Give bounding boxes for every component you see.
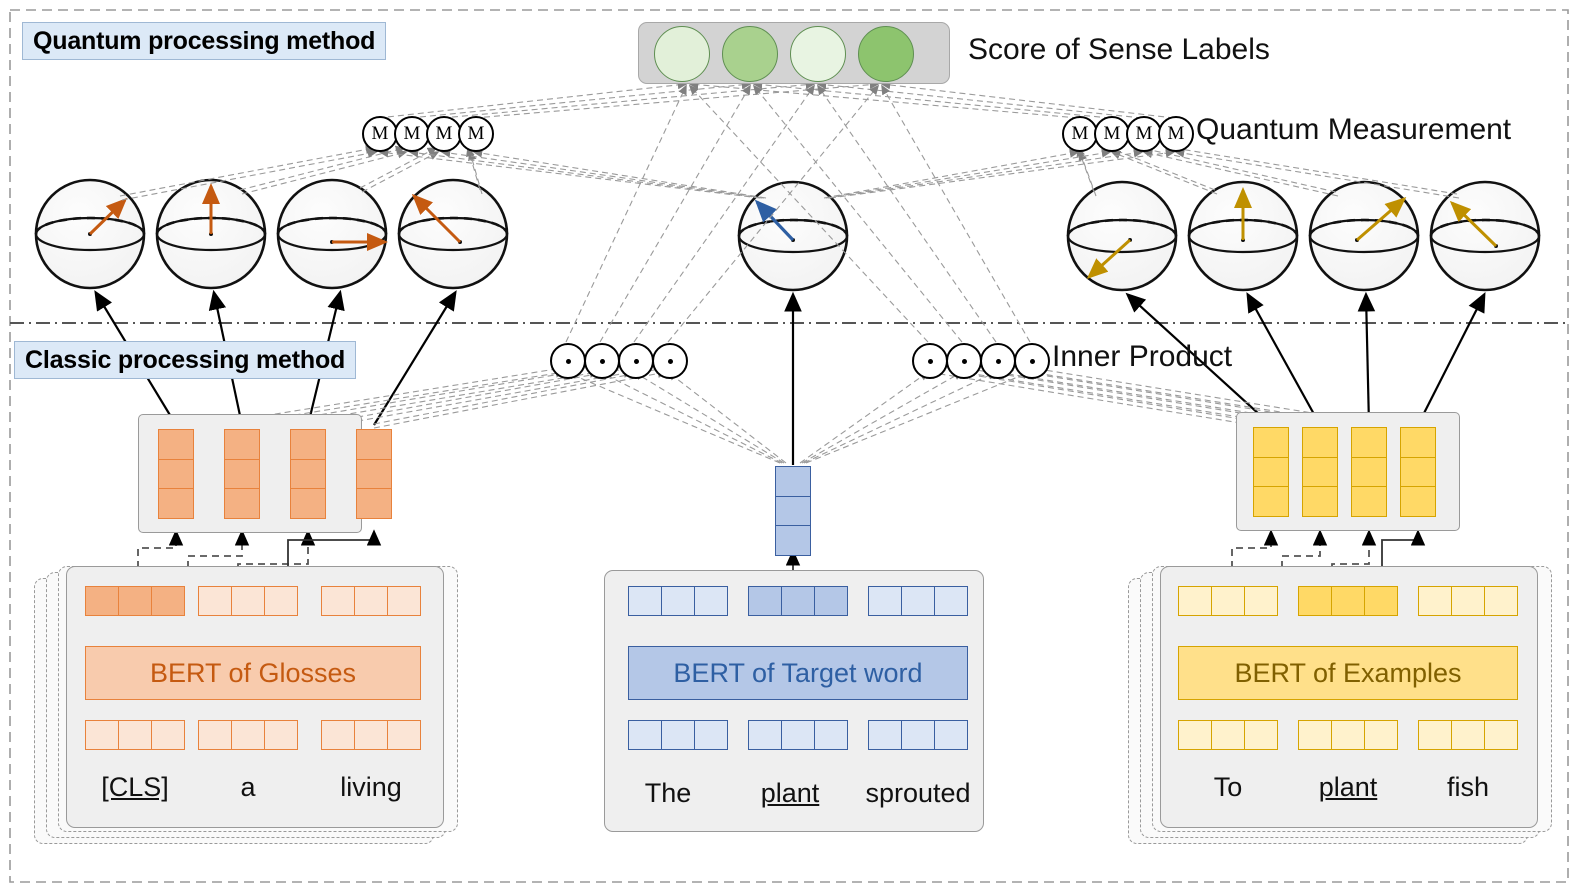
- inner-product-node-left-1[interactable]: [550, 343, 586, 379]
- quantum-measurement-node-right-1[interactable]: M: [1062, 116, 1098, 152]
- inner-product-node-left-3[interactable]: [618, 343, 654, 379]
- gloss-token-2: living: [340, 772, 402, 802]
- score-of-sense-labels-label: Score of Sense Labels: [968, 33, 1270, 66]
- target-token-0: The: [644, 778, 692, 808]
- bloch-sphere-example-3: [1308, 180, 1420, 292]
- bert-of-examples-box[interactable]: BERT of Examples: [1178, 646, 1518, 700]
- example-output-tokens-2[interactable]: [1298, 586, 1398, 616]
- dot-icon: [995, 358, 1001, 364]
- example-vector-4[interactable]: [1400, 427, 1436, 517]
- gloss-input-tokens-3[interactable]: [321, 720, 421, 750]
- target-token-2: sprouted: [865, 778, 971, 808]
- quantum-measurement-node-right-2[interactable]: M: [1094, 116, 1130, 152]
- example-vector-1[interactable]: [1253, 427, 1289, 517]
- bloch-sphere-target: [737, 180, 849, 292]
- gloss-vector-1[interactable]: [158, 429, 194, 519]
- example-vector-2[interactable]: [1302, 427, 1338, 517]
- example-input-tokens-2[interactable]: [1298, 720, 1398, 750]
- quantum-processing-method-label: Quantum processing method: [22, 22, 387, 60]
- inner-product-node-left-2[interactable]: [584, 343, 620, 379]
- bloch-sphere-gloss-2: [155, 178, 267, 290]
- dot-icon: [599, 358, 605, 364]
- score-circle-1[interactable]: [654, 26, 710, 82]
- target-output-tokens-2[interactable]: [748, 586, 848, 616]
- example-output-tokens-1[interactable]: [1178, 586, 1278, 616]
- score-circle-4[interactable]: [858, 26, 914, 82]
- score-circle-2[interactable]: [722, 26, 778, 82]
- innerproduct-to-score-dashed: [565, 84, 1031, 343]
- classic-processing-method-label: Classic processing method: [14, 341, 357, 379]
- target-bloch-to-measurement-dashed: [378, 148, 1176, 199]
- target-to-innerproduct-dashed: [564, 370, 1032, 464]
- inner-product-node-right-2[interactable]: [946, 343, 982, 379]
- target-input-tokens-3[interactable]: [868, 720, 968, 750]
- target-token-1: plant: [760, 778, 820, 808]
- bloch-sphere-example-2: [1187, 180, 1299, 292]
- gloss-vector-2[interactable]: [224, 429, 260, 519]
- dot-icon: [565, 358, 571, 364]
- inner-product-node-left-4[interactable]: [652, 343, 688, 379]
- gloss-output-tokens-3[interactable]: [321, 586, 421, 616]
- dot-icon: [927, 358, 933, 364]
- gloss-vector-4[interactable]: [356, 429, 392, 519]
- gloss-input-tokens-1[interactable]: [85, 720, 185, 750]
- example-input-tokens-1[interactable]: [1178, 720, 1278, 750]
- score-circle-3[interactable]: [790, 26, 846, 82]
- bloch-sphere-gloss-1: [34, 178, 146, 290]
- dot-icon: [633, 358, 639, 364]
- bert-of-glosses-box[interactable]: BERT of Glosses: [85, 646, 421, 700]
- dot-icon: [1029, 358, 1035, 364]
- example-token-1: plant: [1318, 772, 1378, 802]
- gloss-token-1: a: [240, 772, 256, 802]
- quantum-measurement-label: Quantum Measurement: [1196, 113, 1512, 146]
- quantum-measurement-node-right-4[interactable]: M: [1158, 116, 1194, 152]
- target-vector[interactable]: [775, 466, 811, 556]
- dot-icon: [667, 358, 673, 364]
- gloss-input-tokens-2[interactable]: [198, 720, 298, 750]
- gloss-output-tokens-1[interactable]: [85, 586, 185, 616]
- inner-product-label: Inner Product: [1052, 340, 1233, 373]
- bloch-sphere-gloss-4: [397, 178, 509, 290]
- example-input-tokens-3[interactable]: [1418, 720, 1518, 750]
- example-token-0: To: [1213, 772, 1243, 802]
- dot-icon: [961, 358, 967, 364]
- target-input-tokens-1[interactable]: [628, 720, 728, 750]
- quantum-measurement-node-left-2[interactable]: M: [394, 116, 430, 152]
- gloss-token-0: [CLS]: [101, 772, 169, 802]
- quantum-measurement-node-left-1[interactable]: M: [362, 116, 398, 152]
- example-vector-to-bloch-arrows: [1125, 291, 1486, 426]
- quantum-measurement-node-left-3[interactable]: M: [426, 116, 462, 152]
- inner-product-node-right-3[interactable]: [980, 343, 1016, 379]
- bloch-sphere-example-1: [1066, 180, 1178, 292]
- bloch-sphere-gloss-3: [276, 178, 388, 290]
- target-output-tokens-3[interactable]: [868, 586, 968, 616]
- gloss-bloch-to-measurement-dashed: [119, 145, 483, 201]
- gloss-output-tokens-2[interactable]: [198, 586, 298, 616]
- bloch-sphere-example-4: [1429, 180, 1541, 292]
- example-vector-3[interactable]: [1351, 427, 1387, 517]
- quantum-measurement-node-left-4[interactable]: M: [458, 116, 494, 152]
- quantum-measurement-node-right-3[interactable]: M: [1126, 116, 1162, 152]
- example-token-2: fish: [1446, 772, 1490, 802]
- inner-product-node-right-4[interactable]: [1014, 343, 1050, 379]
- example-output-tokens-3[interactable]: [1418, 586, 1518, 616]
- gloss-vector-3[interactable]: [290, 429, 326, 519]
- outer-frame: [9, 9, 1569, 883]
- target-input-tokens-2[interactable]: [748, 720, 848, 750]
- bert-of-target-word-box[interactable]: BERT of Target word: [628, 646, 968, 700]
- target-output-tokens-1[interactable]: [628, 586, 728, 616]
- inner-product-node-right-1[interactable]: [912, 343, 948, 379]
